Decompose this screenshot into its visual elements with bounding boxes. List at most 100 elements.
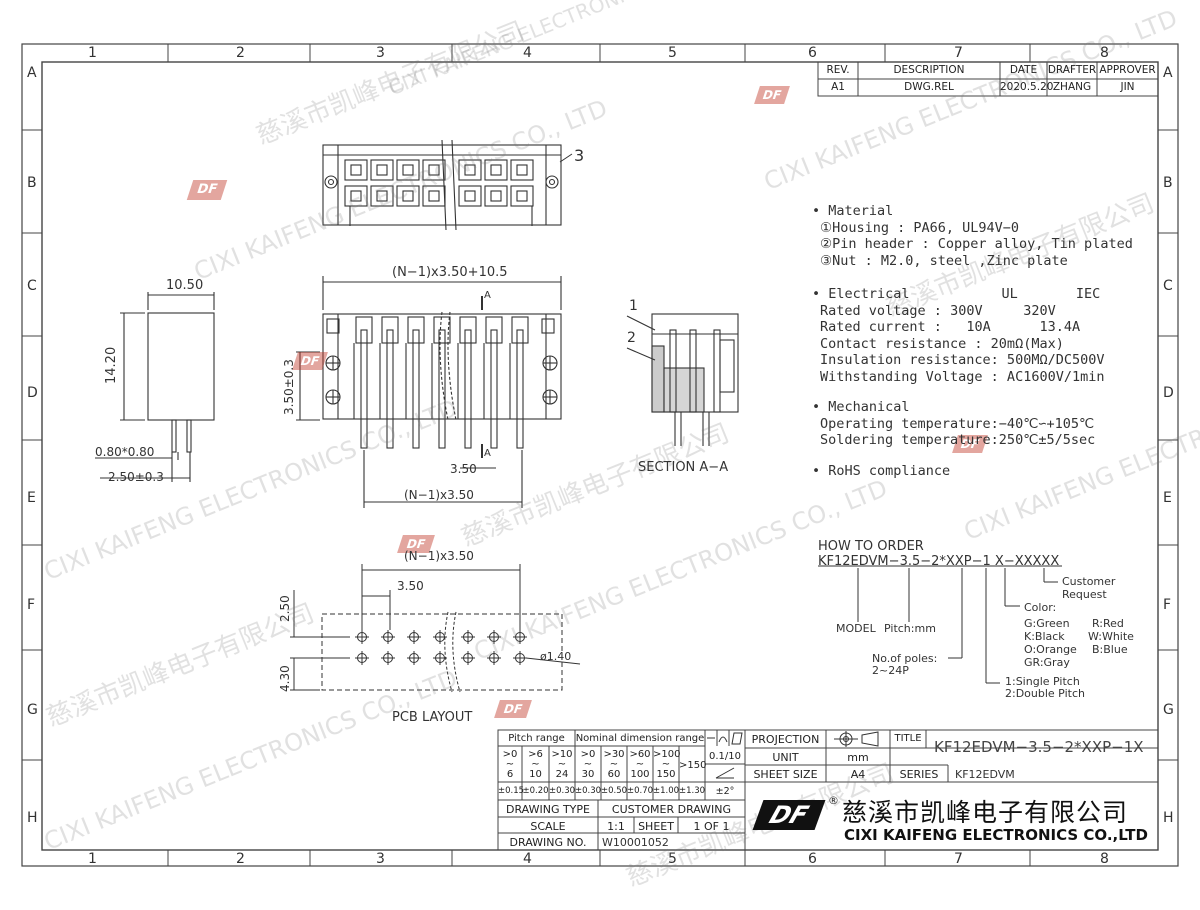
pcb-edge-dim: 4.30 bbox=[278, 665, 292, 692]
top-view-cell bbox=[344, 185, 368, 207]
top-view-hole bbox=[464, 190, 476, 202]
order-title: HOW TO ORDER bbox=[818, 539, 924, 554]
frame-column-number: 4 bbox=[523, 851, 532, 867]
title-label: TITLE bbox=[894, 733, 922, 744]
top-view-cell bbox=[370, 159, 394, 181]
electrical-row: Rated voltage : 300V 320V bbox=[820, 302, 1056, 319]
frame-column-number: 3 bbox=[376, 45, 385, 61]
frame-column-number: 1 bbox=[88, 45, 97, 61]
front-pin bbox=[490, 329, 498, 449]
mechanical-line: Soldering temperature:250℃±5/5sec bbox=[820, 432, 1096, 448]
frame-column-number: 4 bbox=[523, 45, 532, 61]
order-customer: Customer bbox=[1062, 575, 1116, 588]
electrical-extra: Withstanding Voltage : AC1600V/1min bbox=[820, 368, 1105, 385]
tol-pitch-to: 6 bbox=[506, 769, 514, 780]
top-view-hole bbox=[490, 164, 502, 176]
electrical-row: Rated current : 10A 13.4A bbox=[820, 319, 1081, 335]
material-line: ③Nut : M2.0, steel ,Zinc plate bbox=[820, 252, 1068, 269]
watermark-logo: DF bbox=[754, 86, 790, 104]
sheet-label: SHEET bbox=[638, 820, 674, 833]
tol-nominal-to: 150 bbox=[656, 769, 676, 780]
top-view-hole bbox=[464, 164, 476, 176]
rev-header-date: DATE bbox=[1009, 64, 1038, 76]
tol-angle-val: ±2° bbox=[715, 786, 735, 797]
top-view-hole bbox=[428, 190, 440, 202]
specs-block: • Material ①Housing : PA66, UL94V−0 ②Pin… bbox=[812, 203, 1133, 479]
watermark-logo: DF bbox=[186, 180, 228, 200]
registered-mark: ® bbox=[828, 794, 839, 807]
top-view-cell bbox=[422, 185, 446, 207]
section-callout-2: 2 bbox=[627, 330, 636, 346]
company-name-cn: 慈溪市凯峰电子有限公司 bbox=[842, 798, 1129, 827]
rohs-line: • RoHS compliance bbox=[812, 462, 951, 479]
top-view-hole bbox=[350, 164, 362, 176]
top-view-cell bbox=[370, 185, 394, 207]
section-label: SECTION A−A bbox=[638, 460, 729, 475]
front-pin bbox=[386, 329, 394, 449]
tol-nominal-from: >100 bbox=[653, 749, 681, 760]
company-logo: DF bbox=[752, 800, 826, 830]
top-view-cell bbox=[510, 185, 534, 207]
front-pin-slot bbox=[355, 316, 373, 344]
tol-nominal-to: 30 bbox=[581, 769, 595, 780]
side-width-dim: 10.50 bbox=[166, 278, 204, 293]
rev-description: DWG.REL bbox=[904, 81, 954, 93]
section-mark-top: A bbox=[484, 290, 491, 301]
scale-value: 1:1 bbox=[607, 820, 625, 833]
rev-approver: JIN bbox=[1120, 81, 1135, 93]
drawing-no-value: W10001052 bbox=[602, 836, 669, 849]
pcb-hole-dim: ø1.40 bbox=[540, 650, 572, 663]
frame-row-letter: E bbox=[27, 490, 36, 506]
pin-size-dim: 0.80*0.80 bbox=[95, 445, 155, 459]
tol-nominal-from: >30 bbox=[603, 749, 625, 760]
top-view-cell bbox=[484, 185, 508, 207]
sheet-value: 1 OF 1 bbox=[693, 820, 730, 833]
frame-row-letter: G bbox=[27, 702, 38, 718]
drawing-type-label: DRAWING TYPE bbox=[506, 803, 590, 816]
mechanical-heading: • Mechanical bbox=[812, 399, 910, 415]
frame-row-letter: D bbox=[1163, 385, 1174, 401]
drawing-no-label: DRAWING NO. bbox=[509, 836, 587, 849]
frame-row-letter: E bbox=[1163, 490, 1172, 506]
top-view-cell bbox=[396, 185, 420, 207]
tol-nominal-to: 60 bbox=[607, 769, 621, 780]
series-value: KF12EDVM bbox=[955, 768, 1015, 781]
order-model: MODEL bbox=[836, 622, 876, 635]
unit-label: UNIT bbox=[772, 751, 799, 764]
order-poles-range: 2~24P bbox=[872, 664, 909, 677]
frame-row-letter: F bbox=[1163, 597, 1172, 613]
order-color: B:Blue bbox=[1092, 643, 1128, 656]
top-view-hole bbox=[490, 190, 502, 202]
frame-row-letter: C bbox=[27, 278, 37, 294]
frame-column-number: 5 bbox=[668, 851, 677, 867]
tol-pitch-from: >10 bbox=[551, 749, 573, 760]
electrical-extra: Insulation resistance: 500MΩ/DC500V bbox=[820, 352, 1105, 368]
projection-label: PROJECTION bbox=[751, 733, 820, 746]
tol-value: ±0.70 bbox=[627, 786, 654, 796]
top-view-callout: 3 bbox=[574, 146, 585, 165]
frame-row-letter: B bbox=[27, 175, 37, 191]
frame-column-number: 1 bbox=[88, 851, 97, 867]
tol-value: ±0.50 bbox=[601, 786, 628, 796]
rev-date: 2020.5.20 bbox=[1000, 81, 1054, 93]
front-height-dim: 3.50±0.3 bbox=[282, 359, 296, 415]
frame-row-letter: F bbox=[27, 597, 36, 613]
section-callout-1: 1 bbox=[629, 298, 638, 314]
section-mark-bottom: A bbox=[484, 448, 491, 459]
order-pitch: Pitch:mm bbox=[884, 622, 936, 635]
frame-row-letter: A bbox=[1163, 65, 1173, 81]
material-line: ①Housing : PA66, UL94V−0 bbox=[820, 219, 1020, 236]
top-view-hole bbox=[376, 164, 388, 176]
order-color: O:Orange bbox=[1024, 643, 1077, 656]
order-customer-request: Request bbox=[1062, 588, 1107, 601]
tol-tilde: ~ bbox=[505, 759, 515, 770]
tol-pitch-range: Pitch range bbox=[508, 733, 565, 744]
top-view-cell bbox=[396, 159, 420, 181]
tol-pitch-to: 10 bbox=[529, 769, 542, 780]
material-heading: • Material bbox=[812, 203, 894, 219]
scale-label: SCALE bbox=[530, 820, 566, 833]
front-pin-slot bbox=[459, 316, 477, 344]
drawing-title: KF12EDVM−3.5−2*XXP−1X bbox=[934, 738, 1144, 756]
